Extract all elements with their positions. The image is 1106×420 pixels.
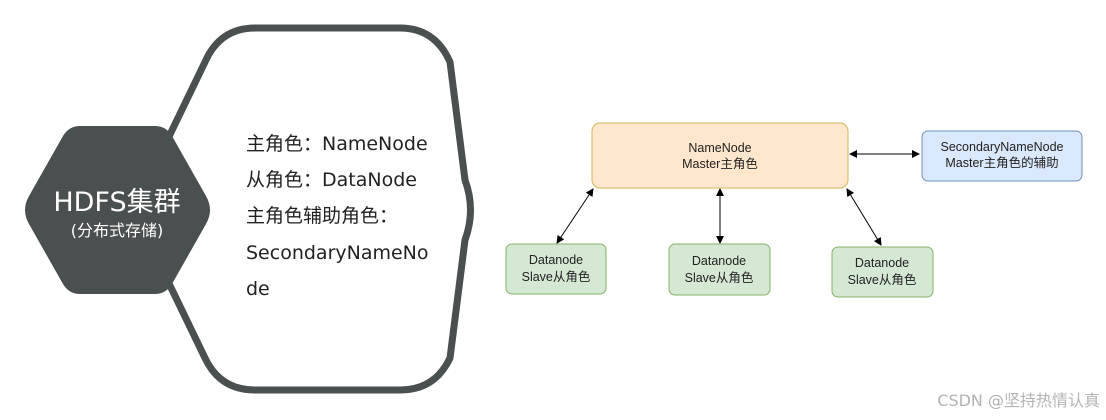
hub-hexagon: [25, 126, 210, 294]
connector-namenode-datanode3: [846, 188, 882, 246]
datanode-1-role: Slave从角色: [522, 269, 591, 284]
datanode-2-label: Datanode: [692, 254, 746, 268]
connector-namenode-datanode1: [556, 188, 594, 244]
datanode-box-3: Datanode Slave从角色: [831, 246, 934, 298]
role-slave: 从角色：DataNode: [246, 169, 417, 191]
datanode-box-1: Datanode Slave从角色: [505, 243, 607, 295]
namenode-label: NameNode: [688, 141, 751, 155]
role-helper: 主角色辅助角色：: [246, 205, 398, 227]
role-master: 主角色：NameNode: [246, 133, 428, 155]
datanode-3-role: Slave从角色: [848, 272, 917, 287]
namenode-box: NameNode Master主角色: [591, 122, 849, 189]
hub-subtitle: (分布式存储): [71, 221, 164, 240]
role-helper-name-part1: SecondaryNameNo: [246, 242, 429, 264]
datanode-1-label: Datanode: [529, 253, 583, 267]
datanode-box-2: Datanode Slave从角色: [668, 243, 771, 296]
role-helper-name-part2: de: [246, 278, 270, 300]
secondary-namenode-box: SecondaryNameNode Master主角色的辅助: [921, 130, 1083, 182]
namenode-role: Master主角色: [682, 156, 758, 171]
datanode-3-label: Datanode: [855, 256, 909, 270]
secondary-namenode-label: SecondaryNameNode: [941, 140, 1064, 154]
secondary-namenode-role: Master主角色的辅助: [945, 155, 1058, 170]
watermark: CSDN @坚持热情认真: [937, 391, 1100, 410]
outline-hexagon: [139, 24, 474, 394]
hub-title: HDFS集群: [53, 187, 180, 218]
datanode-2-role: Slave从角色: [685, 270, 754, 285]
